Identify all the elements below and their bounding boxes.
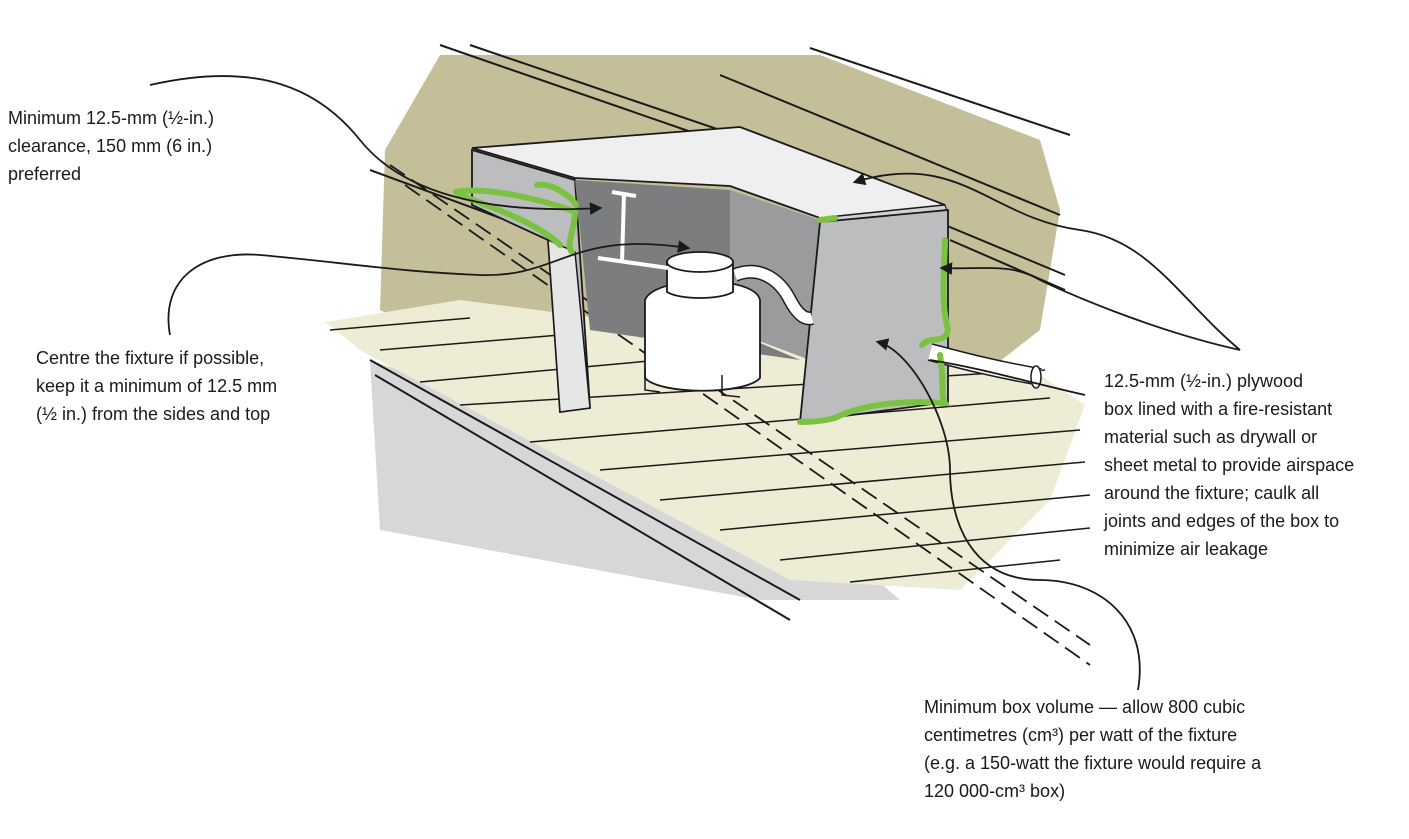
- fixture-foot-left: [644, 368, 661, 393]
- clearance-label-line-1: Minimum 12.5-mm (½-in.): [8, 108, 215, 128]
- leader-side: [939, 262, 1241, 351]
- plywood-label-line-3: material such as drywall or: [1104, 427, 1318, 447]
- centre-fixture-label: Centre the fixture if possible, keep it …: [36, 344, 277, 428]
- box-left-edge: [547, 238, 591, 413]
- clearance-label: Minimum 12.5-mm (½-in.) clearance, 150 m…: [8, 104, 214, 188]
- plywood-label-line-5: around the fixture; caulk all: [1104, 483, 1320, 503]
- leader-centre: [167, 240, 691, 336]
- plywood-box-label: 12.5-mm (½-in.) plywood box lined with a…: [1104, 367, 1354, 563]
- fixture-foot-right: [721, 375, 741, 398]
- box-volume-label: Minimum box volume — allow 800 cubic cen…: [924, 693, 1261, 805]
- leader-clearance: [149, 75, 603, 215]
- plywood-label-line-6: joints and edges of the box to: [1104, 511, 1340, 531]
- clearance-label-line-3: preferred: [8, 164, 82, 184]
- fixture-cap-top: [666, 251, 734, 273]
- joist-lines: [329, 317, 1091, 583]
- volume-label-line-4: 120 000-cm³ box): [924, 781, 1066, 801]
- plywood-label-line-1: 12.5-mm (½-in.) plywood: [1104, 371, 1304, 391]
- plywood-label-line-7: minimize air leakage: [1104, 539, 1269, 559]
- leader-lines: [149, 75, 1241, 691]
- rafter-lines: [369, 44, 1071, 621]
- centre-label-line-2: keep it a minimum of 12.5 mm: [36, 376, 278, 396]
- volume-label-line-3: (e.g. a 150-watt the fixture would requi…: [924, 753, 1262, 773]
- plywood-label-line-2: box lined with a fire-resistant: [1104, 399, 1333, 419]
- dashed-joists: [389, 164, 1091, 666]
- leader-plywood: [929, 359, 1086, 396]
- centre-label-line-1: Centre the fixture if possible,: [36, 348, 265, 368]
- volume-label-line-2: centimetres (cm³) per watt of the fixtur…: [924, 725, 1238, 745]
- clearance-dimension: [597, 190, 669, 270]
- plywood-label-line-4: sheet metal to provide airspace: [1104, 455, 1355, 475]
- clearance-label-line-2: clearance, 150 mm (6 in.): [8, 136, 213, 156]
- centre-label-line-3: (½ in.) from the sides and top: [36, 404, 271, 424]
- leader-volume: [875, 338, 1141, 691]
- leader-top: [852, 172, 1241, 351]
- volume-label-line-1: Minimum box volume — allow 800 cubic: [924, 697, 1246, 717]
